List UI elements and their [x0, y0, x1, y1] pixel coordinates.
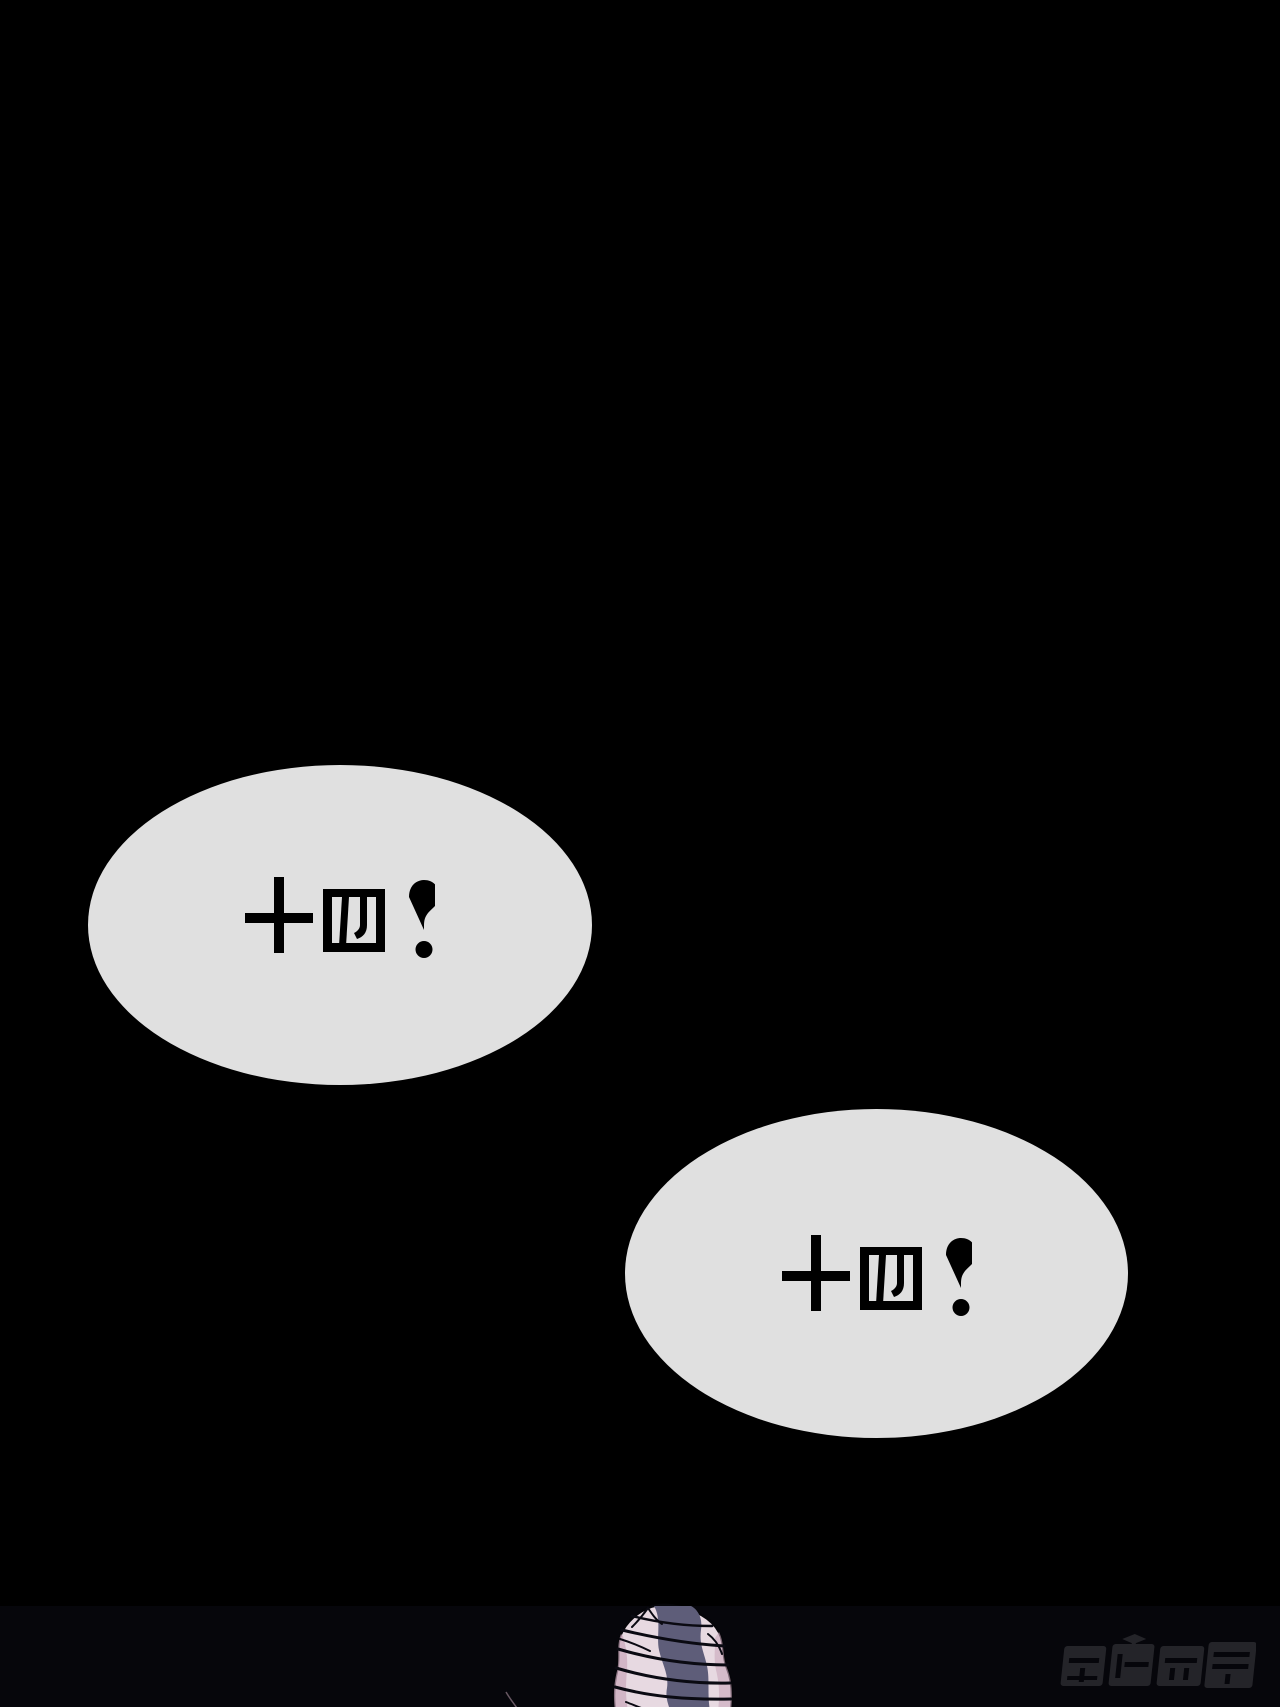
- speech-bubble-2: 十四?: [625, 1109, 1128, 1438]
- comic-panel-bottom: 腾讯动漫: [0, 1603, 1280, 1707]
- speech-text-glyphs-1: [245, 877, 435, 958]
- tencent-comics-watermark: [1060, 1634, 1256, 1688]
- speech-text-glyphs-2: [782, 1235, 972, 1316]
- speech-bubble-1-text: 十四?: [87, 764, 88, 765]
- speech-bubble-1: 十四?: [88, 765, 592, 1085]
- comic-panel-main: 十四? 十四?: [88, 765, 1128, 1438]
- hair-braid-art: [505, 1603, 734, 1707]
- speech-bubble-2-text: 十四?: [624, 1108, 625, 1109]
